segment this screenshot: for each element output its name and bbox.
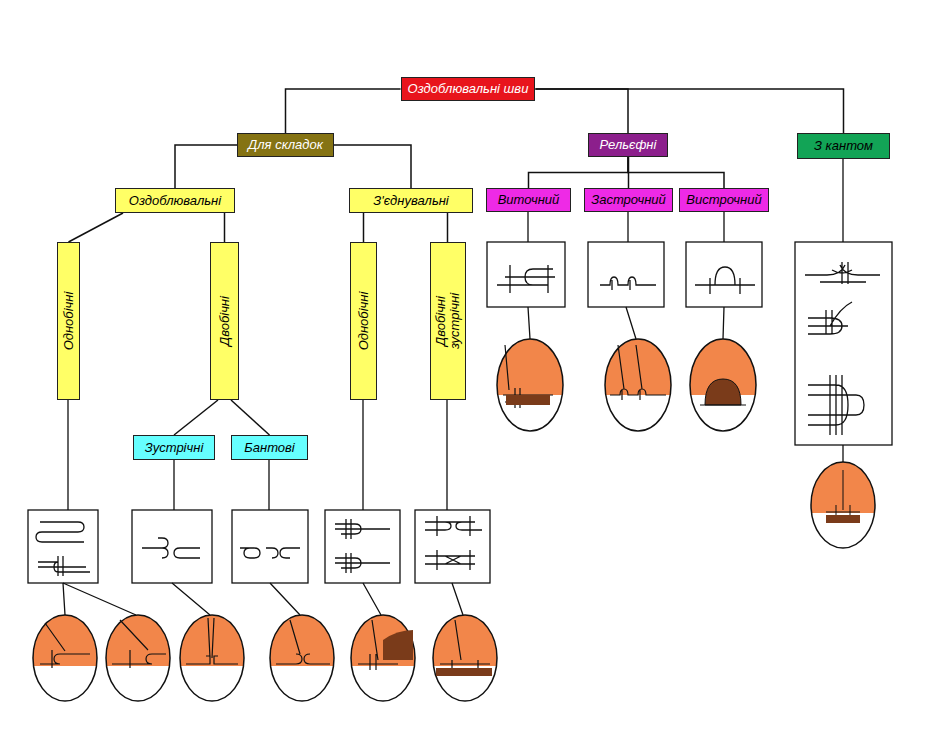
node-label: Бантові xyxy=(244,441,294,455)
tree-connector xyxy=(286,89,401,133)
tree-connector xyxy=(224,213,226,242)
category-box: Для складок xyxy=(237,133,334,157)
tree-connector xyxy=(174,400,218,435)
category-box: Зустрічні xyxy=(133,435,215,460)
node-label: Оздоблювальні шви xyxy=(408,82,529,96)
tree-connector xyxy=(69,213,124,242)
node-label: З кантом xyxy=(814,139,873,153)
node-label: Однобічні xyxy=(357,251,371,391)
node-label: Однобічні xyxy=(62,251,76,391)
tree-connector xyxy=(175,145,237,188)
category-box: Оздоблювальні шви xyxy=(401,77,536,101)
node-label: З'єднувальні xyxy=(373,194,449,208)
node-label: Зустрічні xyxy=(145,441,204,455)
node-label: Двобічні xyxy=(218,251,232,391)
category-band: Двобічні xyxy=(210,242,239,400)
category-band: Однобічні xyxy=(57,242,80,400)
tree-connector xyxy=(628,157,724,188)
category-box: Оздоблювальні xyxy=(115,188,235,213)
node-label: Оздоблювальні xyxy=(129,194,221,208)
node-label: Рельєфні xyxy=(600,138,657,152)
category-box: Виточний xyxy=(486,188,571,212)
node-label: Вистрочний xyxy=(686,193,761,207)
node-label: Виточний xyxy=(498,193,560,207)
tree-connector xyxy=(535,89,628,133)
category-box: З кантом xyxy=(797,133,890,159)
node-label: Для складок xyxy=(248,138,323,152)
category-box: Бантові xyxy=(231,435,308,460)
category-box: Рельєфні xyxy=(588,133,668,157)
category-band: Однобічні xyxy=(350,242,377,400)
node-label: Застрочний xyxy=(591,193,666,207)
category-band: Двобічні зустрічні xyxy=(430,242,466,400)
category-box: Застрочний xyxy=(584,188,673,212)
node-label: Двобічні зустрічні xyxy=(434,271,462,371)
tree-connector xyxy=(447,213,449,242)
tree-connector xyxy=(535,89,843,133)
category-box: Вистрочний xyxy=(679,188,768,212)
tree-connector xyxy=(529,157,629,188)
category-box: З'єднувальні xyxy=(349,188,473,213)
tree-connector xyxy=(363,213,365,242)
tree-connector xyxy=(334,145,411,188)
tree-connector xyxy=(231,400,270,435)
